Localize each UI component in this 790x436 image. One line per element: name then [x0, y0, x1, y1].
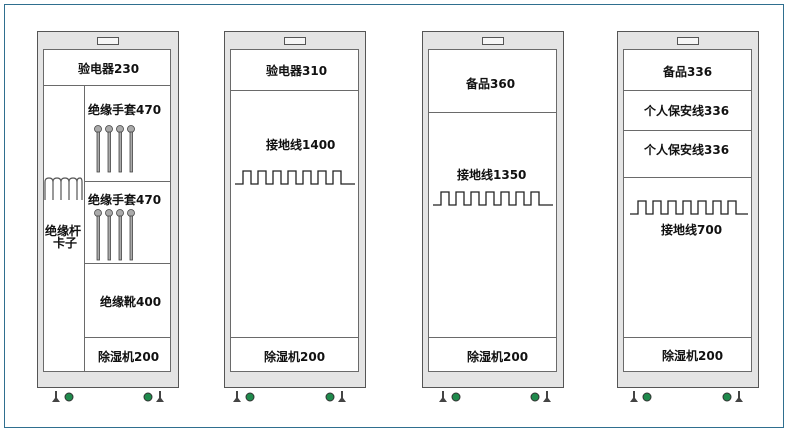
compartment-label-safety-line: 个人保安线336 — [644, 143, 730, 157]
caster-foot-icon — [52, 391, 74, 402]
compartment-label-boots: 绝缘靴400 — [100, 295, 162, 309]
divider — [623, 337, 752, 338]
cabinet-handle — [284, 37, 306, 45]
caster-foot-icon — [143, 391, 164, 402]
compartment-label-dehumidifier: 除湿机200 — [264, 350, 326, 364]
caster-foot-icon — [439, 391, 461, 402]
cabinet-handle — [677, 37, 699, 45]
divider — [43, 85, 171, 86]
glove-hook-icon — [94, 209, 135, 261]
caster-foot-icon — [722, 391, 743, 402]
divider — [230, 337, 359, 338]
glove-hook-icon — [94, 125, 135, 173]
divider — [84, 263, 171, 264]
compartment-label-ground: 接地线700 — [661, 223, 723, 237]
compartment-label-dehumidifier: 除湿机200 — [662, 349, 724, 363]
compartment-label-clip: 卡子 — [53, 236, 78, 250]
cabinet-2-interior — [230, 49, 359, 372]
divider — [623, 130, 752, 131]
compartment-label-ground: 接地线1400 — [266, 138, 336, 152]
compartment-label-spare: 备品360 — [466, 77, 516, 91]
divider — [230, 90, 359, 91]
cabinet-4-interior — [623, 49, 752, 372]
divider — [84, 337, 171, 338]
compartment-label-dehumidifier: 除湿机200 — [467, 350, 529, 364]
compartment-label-rod: 绝缘杆 — [45, 224, 82, 238]
compartment-label-dehumidifier: 除湿机200 — [98, 350, 160, 364]
grounding-wire-icon — [630, 200, 748, 215]
divider — [84, 85, 85, 372]
grounding-wire-icon — [235, 170, 355, 185]
compartment-label-safety-line: 个人保安线336 — [644, 104, 730, 118]
compartment-label-tester: 验电器310 — [266, 64, 328, 78]
divider — [623, 177, 752, 178]
divider — [84, 181, 171, 182]
cabinet-handle — [482, 37, 504, 45]
compartment-label-tester: 验电器230 — [78, 62, 140, 76]
compartment-label-gloves: 绝缘手套470 — [88, 193, 162, 207]
caster-foot-icon — [325, 391, 346, 402]
cabinet-handle — [97, 37, 119, 45]
caster-foot-icon — [630, 391, 652, 402]
compartment-label-gloves: 绝缘手套470 — [88, 103, 162, 117]
grounding-wire-icon — [433, 191, 553, 206]
divider — [428, 337, 557, 338]
insulating-rod-icon — [44, 177, 83, 200]
divider — [623, 90, 752, 91]
caster-foot-icon — [233, 391, 255, 402]
compartment-label-ground: 接地线1350 — [457, 168, 527, 182]
compartment-label-spare: 备品336 — [663, 65, 713, 79]
caster-foot-icon — [530, 391, 551, 402]
cabinet-3-interior — [428, 49, 557, 372]
divider — [428, 112, 557, 113]
